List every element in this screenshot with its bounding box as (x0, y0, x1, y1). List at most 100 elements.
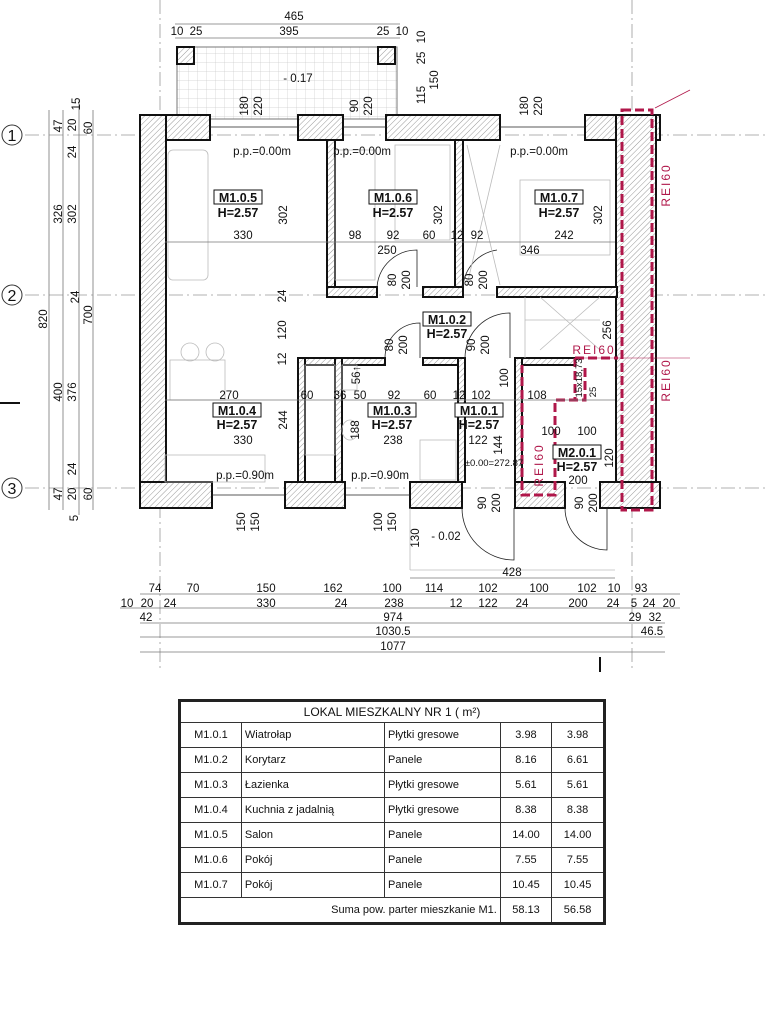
dimension-label: 130 (410, 528, 422, 547)
openings (210, 126, 615, 571)
room-height: H=2.57 (427, 327, 468, 341)
floor-finish: Panele (384, 847, 501, 873)
dimension-label: 10 (121, 598, 134, 610)
dimension-label: 20 (67, 119, 79, 132)
room-height: H=2.57 (217, 418, 258, 432)
dimension-label: 24 (67, 462, 79, 475)
floor-finish: Płytki gresowe (384, 797, 501, 823)
dimension-label: 98 (349, 230, 362, 242)
dimension-label: 200 (491, 493, 503, 512)
dimension-label: 326 (53, 204, 65, 223)
dimension-label: 29 (629, 612, 642, 624)
door-dimensions: 80 200 80 200 80 200 90 200 90 200 90 20… (384, 270, 600, 512)
dimension-label: 20 (663, 598, 676, 610)
dimension-label: 220 (253, 96, 265, 115)
area: 8.38 (499, 797, 553, 823)
dimension-label: 12 (450, 598, 463, 610)
floor-finish: Płytki gresowe (384, 722, 501, 748)
usable-area: 3.98 (551, 722, 605, 748)
dimension-label: 465 (284, 11, 303, 23)
sum-usable-area: 56.58 (551, 897, 605, 924)
dimension-label: 238 (383, 435, 402, 447)
usable-area: 6.61 (551, 747, 605, 773)
dimension-label: ±0.00=272.87 (465, 458, 523, 469)
dimension-label: 24 (164, 598, 177, 610)
dimension-label: 188 (350, 420, 362, 439)
dimension-label: 60 (423, 230, 436, 242)
dimension-label: 150 (256, 583, 275, 595)
usable-area: 10.45 (551, 872, 605, 898)
dimension-label: 12 (451, 230, 464, 242)
dimension-label: 162 (323, 583, 342, 595)
dimension-label: 93 (635, 583, 648, 595)
dimension-label: 270 (219, 390, 238, 402)
room-code: M1.0.1 (460, 404, 498, 418)
dimension-label: 10 (608, 583, 621, 595)
dimension-label: 20 (67, 488, 79, 501)
room-name: Kuchnia z jadalnią (240, 797, 386, 823)
dimension-label: 974 (383, 612, 403, 624)
room-height: H=2.57 (459, 418, 500, 432)
dimension-label: 50 (354, 390, 367, 402)
dimension-label: 200 (588, 493, 600, 512)
room-code: M1.0.2 (179, 747, 242, 773)
dimension-label: 428 (502, 567, 521, 579)
dimension-label: 24 (277, 289, 289, 302)
furniture (164, 144, 611, 483)
room-name: Łazienka (240, 772, 386, 798)
dimension-label: 700 (83, 305, 95, 324)
dimension-label: 376 (67, 382, 79, 401)
room-code: M1.0.3 (179, 772, 242, 798)
dimension-label: 80 (384, 339, 396, 352)
axis-label: 1 (8, 128, 17, 145)
dimension-label: 115 (416, 86, 428, 104)
dimension-label: 24 (643, 598, 656, 610)
dimension-label: 102 (577, 583, 596, 595)
axis-marker-2 (1, 284, 23, 306)
dimension-label: 302 (278, 205, 290, 224)
floor-finish: Płytki gresowe (384, 772, 501, 798)
dimension-label: 60 (83, 122, 95, 135)
dimension-label: 256 (602, 320, 614, 339)
dimension-label: 10 (396, 26, 409, 38)
dimension-label: 25 (416, 52, 428, 65)
dimension-label: 90 (466, 339, 478, 352)
dimension-label: 92 (387, 230, 400, 242)
dimension-label: 25 (190, 26, 203, 38)
dimension-label: 47 (53, 120, 65, 133)
dimension-lines (48, 23, 680, 653)
room-name: Pokój (240, 847, 386, 873)
dimension-label: 102 (471, 390, 490, 402)
dimension-label: p.p.=0.90m (216, 470, 274, 482)
dimension-label: 302 (433, 205, 445, 224)
dimension-label: 12 (277, 353, 289, 366)
area: 7.55 (499, 847, 553, 873)
area: 8.16 (499, 747, 553, 773)
room-code: M1.0.4 (218, 404, 256, 418)
dimension-label: 120 (604, 448, 616, 467)
dimension-label: 200 (480, 335, 492, 354)
dimension-label: 10 (171, 26, 184, 38)
left-dimensions: 15 47 20 60 24 326 302 820 24 700 400 37… (38, 98, 95, 522)
fire-rating-label: REI60 (659, 163, 673, 206)
axis-marker-1 (1, 124, 23, 146)
usable-area: 14.00 (551, 822, 605, 848)
dimension-label: 24 (516, 598, 529, 610)
dimension-label: 25 (588, 387, 599, 398)
room-code: M1.0.2 (428, 313, 466, 327)
floor-finish: Panele (384, 747, 501, 773)
dimension-label: 114 (425, 583, 444, 595)
dimension-label: 100 (529, 583, 548, 595)
dimension-label: 395 (279, 26, 298, 38)
dimension-label: 15 (71, 98, 83, 111)
dimension-label: 46.5 (641, 626, 663, 638)
room-code: M1.0.5 (179, 822, 242, 848)
fire-rating-label: REI60 (532, 443, 546, 486)
dimension-label: 200 (568, 598, 587, 610)
dimension-label: 220 (363, 96, 375, 115)
dimension-label: 100 (541, 426, 560, 438)
dimension-label: 330 (256, 598, 275, 610)
